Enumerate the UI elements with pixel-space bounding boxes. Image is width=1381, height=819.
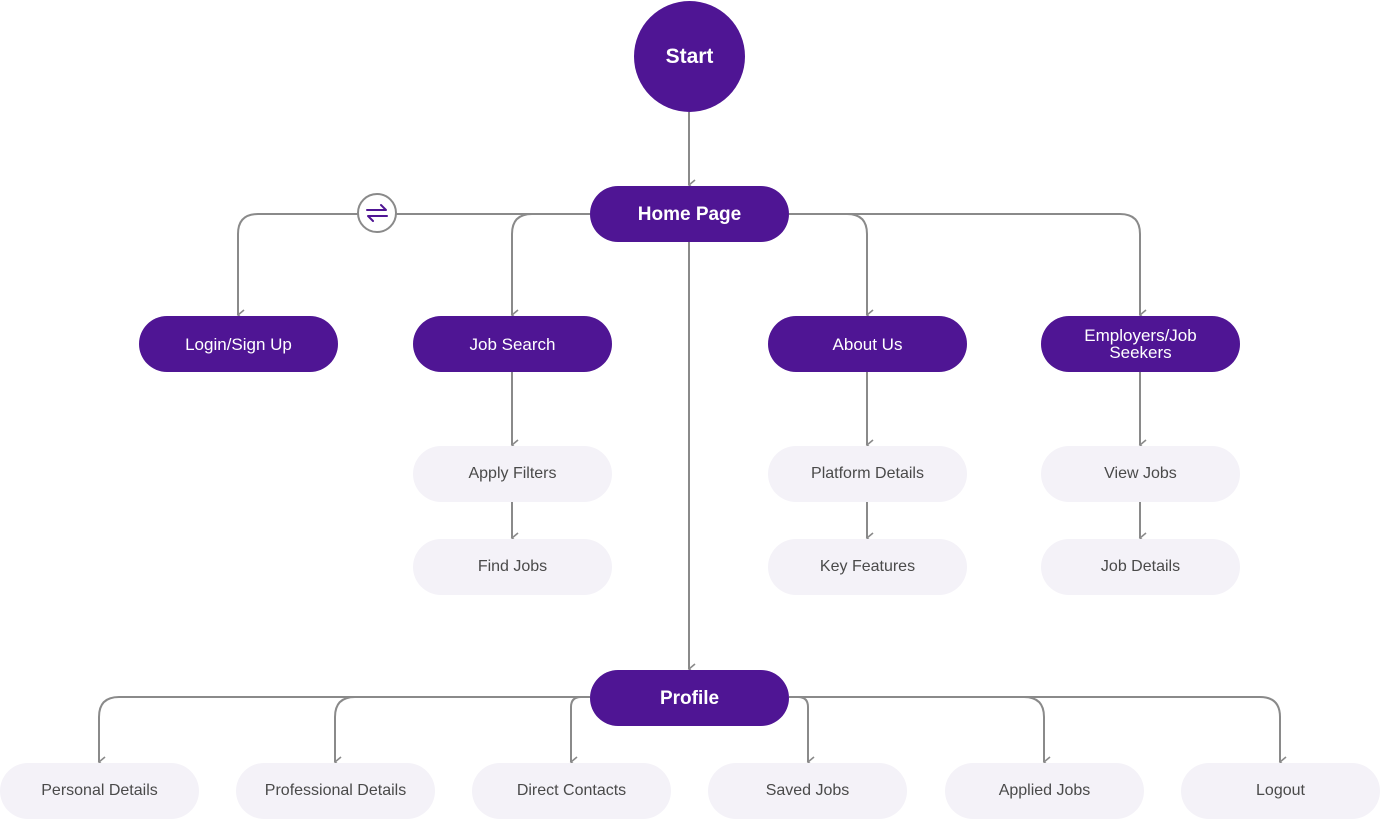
login-signup-node[interactable]: Login/Sign Up [139, 316, 338, 372]
home-page-label: Home Page [637, 203, 742, 225]
edge-profile-personal [97, 696, 590, 768]
direct-contacts-label: Direct Contacts [516, 782, 627, 799]
key-features-node[interactable]: Key Features [768, 539, 967, 595]
professional-details-node[interactable]: Professional Details [236, 763, 435, 819]
platform-details-node[interactable]: Platform Details [768, 446, 967, 502]
edge-home-login [236, 213, 590, 321]
find-jobs-node[interactable]: Find Jobs [413, 539, 612, 595]
employers-job-seekers-node[interactable]: Employers/Job Seekers [1041, 316, 1240, 372]
view-jobs-label: View Jobs [1104, 465, 1177, 482]
edge-profile-logout [789, 696, 1287, 768]
personal-details-node[interactable]: Personal Details [0, 763, 199, 819]
job-details-label: Job Details [1100, 558, 1181, 575]
profile-node[interactable]: Profile [590, 670, 789, 726]
profile-label: Profile [659, 687, 720, 709]
saved-jobs-node[interactable]: Saved Jobs [708, 763, 907, 819]
job-search-label: Job Search [469, 334, 556, 354]
job-details-node[interactable]: Job Details [1041, 539, 1240, 595]
start-node[interactable]: Start [634, 1, 745, 112]
edge-home-about [789, 213, 874, 321]
start-label: Start [665, 44, 714, 68]
employers-job-seekers-label: Employers/Job Seekers [1084, 326, 1197, 362]
login-signup-label: Login/Sign Up [185, 334, 292, 354]
swap-arrows-icon [366, 204, 388, 222]
edge-home-jobsearch [510, 213, 590, 321]
personal-details-label: Personal Details [41, 782, 158, 799]
edge-home-employers [789, 213, 1147, 321]
edge-profile-professional [333, 696, 590, 768]
direct-contacts-node[interactable]: Direct Contacts [472, 763, 671, 819]
swap-toggle[interactable] [357, 193, 397, 233]
logout-label: Logout [1256, 782, 1305, 799]
professional-details-label: Professional Details [264, 782, 407, 799]
platform-details-label: Platform Details [811, 465, 924, 482]
apply-filters-label: Apply Filters [468, 465, 557, 482]
edge-profile-contacts [569, 696, 590, 768]
logout-node[interactable]: Logout [1181, 763, 1380, 819]
job-search-node[interactable]: Job Search [413, 316, 612, 372]
key-features-label: Key Features [819, 558, 916, 575]
applied-jobs-node[interactable]: Applied Jobs [945, 763, 1144, 819]
apply-filters-node[interactable]: Apply Filters [413, 446, 612, 502]
edge-profile-applied [789, 696, 1051, 768]
applied-jobs-label: Applied Jobs [998, 782, 1091, 799]
find-jobs-label: Find Jobs [477, 558, 548, 575]
about-us-label: About Us [832, 334, 903, 354]
edge-profile-saved [789, 696, 815, 768]
view-jobs-node[interactable]: View Jobs [1041, 446, 1240, 502]
saved-jobs-label: Saved Jobs [765, 782, 850, 799]
home-page-node[interactable]: Home Page [590, 186, 789, 242]
about-us-node[interactable]: About Us [768, 316, 967, 372]
